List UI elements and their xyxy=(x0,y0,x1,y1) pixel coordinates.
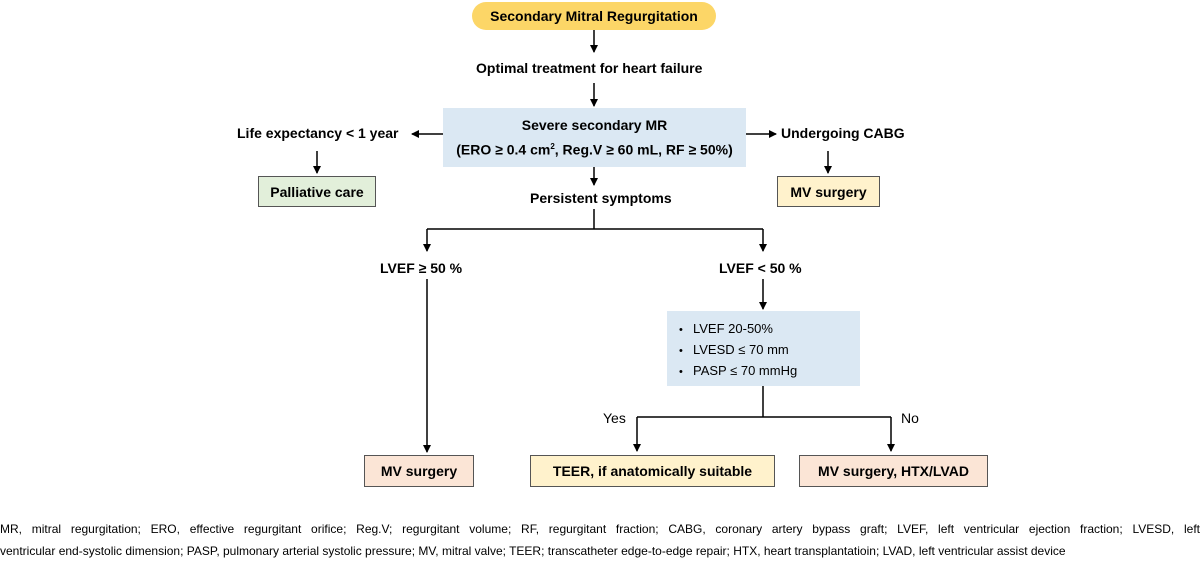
lvef-high-label: LVEF ≥ 50 % xyxy=(380,260,463,276)
palliative-care-node: Palliative care xyxy=(258,176,376,207)
palliative-care-text: Palliative care xyxy=(270,183,364,200)
footnote-line: ventricular end-systolic dimension; PASP… xyxy=(0,544,1066,558)
mv-surgery-htx-text: MV surgery, HTX/LVAD xyxy=(818,463,969,479)
yes-label: Yes xyxy=(603,410,626,426)
teer-node: TEER, if anatomically suitable xyxy=(530,455,775,487)
severe-mr-line1: Severe secondary MR xyxy=(521,117,668,134)
life-expectancy-label: Life expectancy < 1 year xyxy=(237,125,399,141)
lvef-low-label: LVEF < 50 % xyxy=(719,260,802,276)
title-text: Secondary Mitral Regurgitation xyxy=(490,8,698,24)
mv-surgery-node: MV surgery xyxy=(364,455,474,487)
criteria-item: PASP ≤ 70 mmHg xyxy=(679,361,850,382)
severe-mr-sup: 2 xyxy=(550,142,555,152)
undergoing-cabg-label: Undergoing CABG xyxy=(781,125,905,141)
mv-surgery-htx-node: MV surgery, HTX/LVAD xyxy=(799,455,988,487)
mv-surgery-cabg-node: MV surgery xyxy=(777,176,880,207)
severe-mr-node: Severe secondary MR (ERO ≥ 0.4 cm2, Reg.… xyxy=(443,108,746,167)
footnote-line: MR, mitral regurgitation; ERO, effective… xyxy=(0,522,1200,536)
criteria-item: LVEF 20-50% xyxy=(679,319,850,340)
severe-mr-criteria-rest: , Reg.V ≥ 60 mL, RF ≥ 50%) xyxy=(554,141,733,158)
teer-text: TEER, if anatomically suitable xyxy=(552,463,753,479)
severe-mr-line2: (ERO ≥ 0.4 cm2, Reg.V ≥ 60 mL, RF ≥ 50%) xyxy=(456,136,732,161)
persistent-symptoms-label: Persistent symptoms xyxy=(530,190,672,206)
criteria-item: LVESD ≤ 70 mm xyxy=(679,340,850,361)
criteria-list: LVEF 20-50% LVESD ≤ 70 mm PASP ≤ 70 mmHg xyxy=(679,319,850,382)
abbreviations-footnote: MR, mitral regurgitation; ERO, effective… xyxy=(0,518,1200,562)
criteria-box: LVEF 20-50% LVESD ≤ 70 mm PASP ≤ 70 mmHg xyxy=(667,311,860,386)
title-node: Secondary Mitral Regurgitation xyxy=(472,2,716,30)
mv-surgery-cabg-text: MV surgery xyxy=(790,183,867,200)
severe-mr-ero: (ERO ≥ 0.4 cm xyxy=(456,141,551,158)
mv-surgery-text: MV surgery xyxy=(380,463,458,479)
optimal-treatment-label: Optimal treatment for heart failure xyxy=(476,60,703,76)
no-label: No xyxy=(901,410,919,426)
